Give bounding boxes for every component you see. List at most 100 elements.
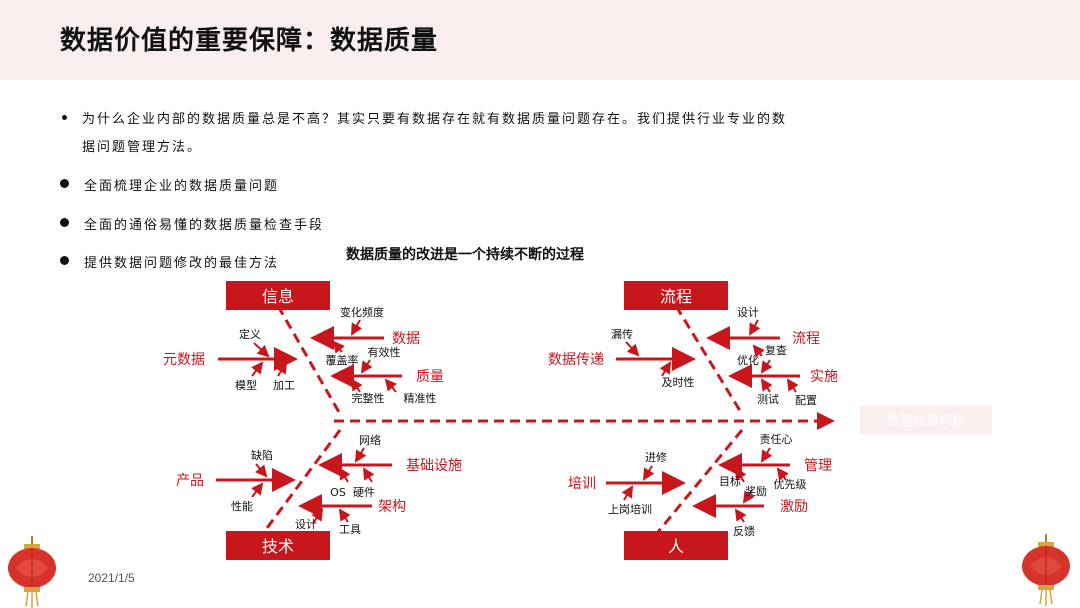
page-title: 数据价值的重要保障：数据质量 <box>60 26 439 56</box>
intro-line-2: 据问题管理方法。 <box>82 140 203 155</box>
label-priority: 优先级 <box>774 478 807 491</box>
slide-date: 2021/1/5 <box>88 571 135 585</box>
label-training: 培训 <box>568 476 596 492</box>
arrow-coverage <box>332 340 345 354</box>
category-process-box <box>624 281 728 310</box>
head-box <box>860 406 992 434</box>
label-definition: 定义 <box>239 327 261 341</box>
label-data-transfer: 数据传递 <box>548 352 604 368</box>
label-infra: 基础设施 <box>406 457 462 474</box>
arrow-onboarding <box>621 485 634 501</box>
label-completeness: 完整性 <box>352 391 385 405</box>
label-advanced: 进修 <box>645 450 667 464</box>
arrow-feedback <box>734 508 747 523</box>
bone-tech <box>262 429 342 533</box>
arrow-optimize <box>752 344 765 358</box>
category-info-label: 信息 <box>262 287 294 306</box>
label-validity: 有效性 <box>368 345 401 359</box>
label-model: 模型 <box>235 378 257 392</box>
arrow-processing <box>275 361 288 377</box>
arrow-performance <box>251 482 264 498</box>
bullet-dot <box>60 218 69 227</box>
arrow-design1 <box>749 319 761 336</box>
bullet-dot <box>62 115 67 120</box>
bone-people <box>656 429 744 533</box>
label-goal: 目标 <box>719 474 741 488</box>
bullet-item: 提供数据问题修改的最佳方法 <box>84 256 280 271</box>
label-test: 测试 <box>757 393 779 406</box>
label-defect: 缺陷 <box>251 448 273 462</box>
category-process-label: 流程 <box>660 287 692 306</box>
bullet-dot <box>60 179 69 188</box>
label-change-freq: 变化频度 <box>340 305 384 319</box>
bullet-dot <box>60 256 69 265</box>
label-hardware: 硬件 <box>353 486 375 499</box>
label-process-sub: 流程 <box>792 331 820 347</box>
bullet-item: 全面梳理企业的数据质量问题 <box>84 179 280 194</box>
arrow-hardware <box>362 467 375 483</box>
label-performance: 性能 <box>231 499 253 513</box>
bone-process <box>674 305 744 415</box>
arrow-defect <box>254 463 268 478</box>
arrow-review <box>760 359 773 374</box>
label-architecture: 架构 <box>378 499 406 515</box>
label-feedback: 反馈 <box>733 525 755 538</box>
arrow-config <box>786 378 799 393</box>
head-label: 数据质量问题 <box>887 414 965 429</box>
arrow-responsibility <box>760 447 773 463</box>
arrow-design2 <box>311 508 324 523</box>
label-coverage: 覆盖率 <box>326 353 359 367</box>
category-tech-label: 技术 <box>262 537 294 556</box>
label-responsibility: 责任心 <box>760 433 793 446</box>
category-people-label: 人 <box>668 537 684 556</box>
bullet-item: 全面的通俗易懂的数据质量检查手段 <box>84 218 325 233</box>
arrow-model <box>251 361 264 377</box>
intro-line-1: 为什么企业内部的数据质量总是不高？其实只要有数据存在就有数据质量问题存在。我们提… <box>82 112 788 127</box>
category-people-box <box>624 531 728 560</box>
arrow-test <box>760 378 773 393</box>
arrow-validity <box>360 359 373 374</box>
label-review: 复查 <box>765 343 787 357</box>
arrow-priority <box>776 467 789 481</box>
label-missing: 漏传 <box>611 328 633 341</box>
label-product: 产品 <box>176 473 204 489</box>
arrow-reward <box>742 489 755 504</box>
label-network: 网络 <box>359 433 381 447</box>
label-management: 管理 <box>804 458 832 474</box>
label-implement: 实施 <box>810 369 838 385</box>
label-quality: 质量 <box>416 369 444 385</box>
arrow-goal <box>734 467 747 483</box>
label-design2: 设计 <box>295 518 317 531</box>
label-tools: 工具 <box>339 523 361 536</box>
category-tech-box <box>226 531 330 560</box>
label-accuracy: 精准性 <box>404 391 437 405</box>
arrow-timeliness <box>659 361 672 377</box>
arrow-network <box>354 447 367 463</box>
label-os: OS <box>330 486 346 499</box>
label-data: 数据 <box>392 331 420 347</box>
arrow-tools <box>338 508 351 523</box>
arrow-missing <box>625 341 640 357</box>
arrow-definition <box>253 342 270 358</box>
arrow-advanced <box>642 465 655 481</box>
label-config: 配置 <box>795 394 817 407</box>
label-optimize: 优化 <box>737 353 759 367</box>
label-reward: 奖励 <box>745 484 767 498</box>
label-metadata: 元数据 <box>163 352 205 368</box>
arrow-os <box>338 467 351 483</box>
category-info-box <box>226 281 330 310</box>
arrow-change-freq <box>351 319 363 336</box>
arrow-accuracy <box>384 378 398 393</box>
label-design1: 设计 <box>737 306 759 319</box>
label-incentive: 激励 <box>780 498 808 515</box>
label-processing: 加工 <box>273 379 295 392</box>
title-bar: 数据价值的重要保障：数据质量 <box>0 0 1080 80</box>
label-timeliness: 及时性 <box>662 375 695 389</box>
bone-info <box>276 305 342 415</box>
diagram-title: 数据质量的改进是一个持续不断的过程 <box>346 247 584 263</box>
arrow-completeness <box>350 378 363 393</box>
lantern-icon <box>1022 534 1070 606</box>
label-onboarding: 上岗培训 <box>608 502 652 516</box>
lantern-icon <box>8 536 56 608</box>
